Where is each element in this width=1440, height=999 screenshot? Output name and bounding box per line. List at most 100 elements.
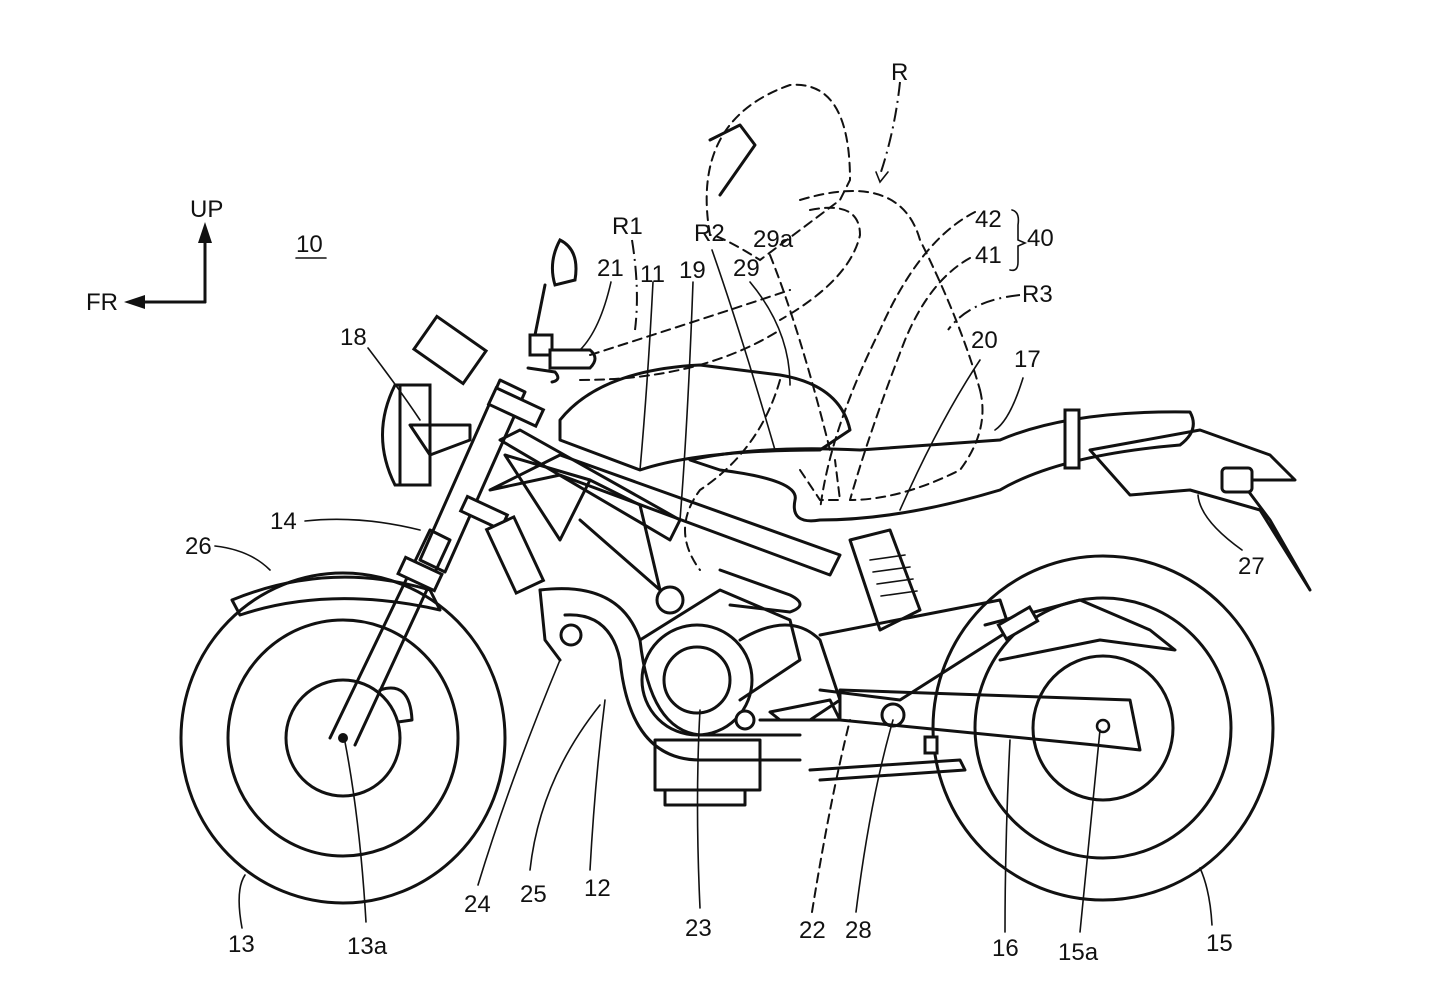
- label-18: 18: [340, 324, 367, 351]
- leader-29a: [769, 254, 831, 451]
- rider-knee: [799, 459, 842, 501]
- label-26: 26: [185, 533, 212, 560]
- label-27: 27: [1238, 553, 1265, 580]
- leader-26: [214, 545, 271, 571]
- leader-14: [304, 518, 421, 531]
- label-15: 15: [1206, 930, 1233, 957]
- label-41: 41: [975, 242, 1002, 269]
- fuel-tank: [558, 363, 852, 472]
- label-15a: 15a: [1058, 939, 1099, 966]
- rider-back: [799, 190, 981, 391]
- rider-arm-outer: [779, 206, 862, 321]
- stand-hook: [923, 735, 939, 755]
- leader-22: [811, 719, 851, 913]
- rear-wheel: [931, 554, 1275, 902]
- mirror-stem: [533, 283, 547, 337]
- leader-16: [1004, 739, 1011, 933]
- exhaust-pipe-lower: [563, 613, 802, 762]
- radiator-shroud: [484, 514, 546, 596]
- label-24: 24: [464, 891, 491, 918]
- footrest-bracket: [768, 698, 842, 722]
- main-tube-upper: [488, 453, 842, 577]
- top-bridge: [486, 385, 546, 429]
- front-arrow-head-icon: [124, 295, 145, 309]
- front-rim: [226, 618, 460, 858]
- label-R3: R3: [1022, 281, 1053, 308]
- radiator-bracket: [538, 588, 562, 662]
- mirror: [550, 238, 578, 287]
- leader-21: [579, 281, 612, 351]
- oil-pan: [653, 738, 762, 792]
- label-R: R: [891, 59, 908, 86]
- leader-24: [477, 659, 561, 886]
- fork-upper: [418, 378, 527, 574]
- label-R1: R1: [612, 213, 643, 240]
- meter: [411, 314, 489, 386]
- up-arrow-head-icon: [198, 222, 212, 243]
- label-20: 20: [971, 327, 998, 354]
- leader-R3: [947, 294, 1021, 331]
- leader-18: [367, 347, 421, 421]
- leader-28: [855, 719, 894, 913]
- passenger-footrest: [996, 605, 1040, 641]
- tail-light: [1220, 466, 1254, 494]
- label-40: 40: [1027, 225, 1054, 252]
- headlight-stay: [408, 423, 472, 457]
- leader-R-arrow-icon: [875, 171, 889, 184]
- label-14: 14: [270, 508, 297, 535]
- front-tire-outer: [179, 571, 507, 905]
- label-19: 19: [679, 257, 706, 284]
- label-21: 21: [597, 255, 624, 282]
- label-28: 28: [845, 917, 872, 944]
- leader-15: [1199, 867, 1213, 926]
- headlight: [381, 314, 489, 487]
- leader-29: [749, 281, 791, 386]
- exhaust-pipe-upper: [538, 587, 802, 737]
- fork-clamp-lower: [396, 555, 444, 593]
- label-29: 29: [733, 255, 760, 282]
- leader-13a: [344, 741, 367, 923]
- leader-12: [589, 699, 606, 871]
- shock-spring: [869, 554, 918, 597]
- frame-triangle-mid: [578, 478, 662, 592]
- reference-numeral-10: 10: [296, 231, 323, 258]
- label-13a: 13a: [347, 933, 388, 960]
- rear-hub: [1031, 654, 1175, 802]
- label-13: 13: [228, 931, 255, 958]
- leader-R: [879, 81, 901, 176]
- seat: [688, 410, 1195, 523]
- leader-27: [1197, 494, 1243, 551]
- rider-forearm: [589, 289, 791, 356]
- brake-caliper: [378, 686, 414, 724]
- gearbox-cover: [738, 623, 842, 722]
- label-22: 22: [799, 917, 826, 944]
- reference-labels: R R1 R2 R3 29a 21 11 19 29 42 41 40 20 1…: [185, 59, 1265, 966]
- fork-lower: [328, 528, 452, 747]
- label-11: 11: [640, 261, 665, 288]
- rear-axle: [1095, 718, 1111, 734]
- label-29a: 29a: [753, 226, 794, 253]
- frame-triangle-front: [503, 453, 592, 542]
- leader-13: [238, 874, 246, 929]
- line-42: [819, 211, 976, 511]
- bracket-40: [1009, 209, 1028, 272]
- leader-lines: [214, 81, 1243, 933]
- front-hub: [284, 678, 402, 798]
- leader-19: [679, 281, 694, 521]
- swingarm: [838, 688, 1142, 752]
- label-R2: R2: [694, 220, 725, 247]
- headlight-lens: [381, 383, 432, 487]
- label-42: 42: [975, 206, 1002, 233]
- leader-17: [994, 377, 1024, 431]
- front-axle: [338, 733, 348, 743]
- rear-cowl: [1088, 428, 1312, 592]
- rider-thigh: [684, 379, 781, 571]
- leader-R1: [631, 239, 638, 331]
- shock-body: [848, 528, 922, 632]
- crankcase-cover-inner: [662, 645, 732, 715]
- helmet-visor: [708, 123, 757, 197]
- oil-pan-bottom: [663, 788, 747, 807]
- leader-20: [899, 359, 981, 511]
- rear-fender-inner: [983, 598, 1177, 662]
- leader-23: [696, 709, 701, 909]
